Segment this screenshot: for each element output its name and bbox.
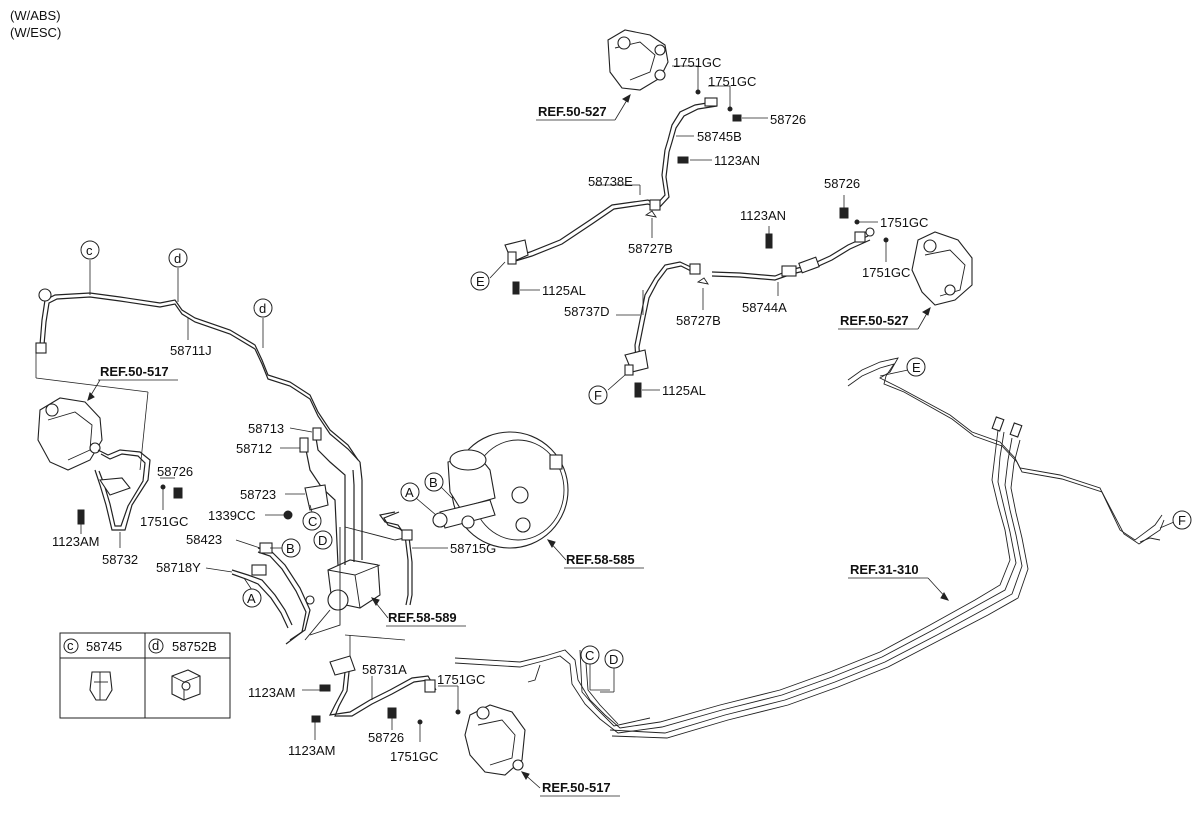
marker-f-right-letter: F [1178,513,1186,528]
marker-d-small-1 [168,248,188,268]
rear-caliper-left [37,397,103,471]
marker-c-hecu [302,511,322,531]
marker-b-mc-letter: B [429,475,438,490]
label-1751gc-f: 1751GC [437,672,485,687]
ref-50-527-right: REF.50-527 [840,313,909,328]
legend-c-key: c [67,638,74,653]
clip-58752b-icon [171,669,201,701]
label-58727b-a: 58727B [628,241,673,256]
label-58713: 58713 [248,421,284,436]
header-esc: (W/ESC) [10,25,61,40]
label-58726-c: 58726 [157,464,193,479]
brake-booster [432,431,569,549]
marker-d-under [604,649,624,669]
marker-d-small-2-letter: d [259,301,266,316]
legend-d-key: d [152,638,159,653]
marker-b-left [281,538,301,558]
front-caliper-top [607,29,669,91]
marker-b-left-letter: B [286,541,295,556]
ref-58-589: REF.58-589 [388,610,457,625]
marker-a-left [242,588,262,608]
header-abs: (W/ABS) [10,8,61,23]
label-58745b: 58745B [697,129,742,144]
label-1123am-a: 1123AM [52,534,99,549]
legend-d-part: 58752B [172,639,217,654]
label-1339cc: 1339CC [208,508,256,523]
marker-a-left-letter: A [247,591,256,606]
label-1125al-a: 1125AL [542,283,586,298]
hecu-unit [305,559,381,611]
label-1123an-a: 1123AN [714,153,760,168]
marker-d-hecu-letter: D [318,533,327,548]
label-58723: 58723 [240,487,276,502]
marker-a-mc [400,482,420,502]
label-58737d: 58737D [564,304,610,319]
label-1751gc-e: 1751GC [140,514,188,529]
label-58715g: 58715G [450,541,496,556]
marker-c-under-letter: C [585,648,594,663]
marker-b-mc [424,472,444,492]
label-1751gc-d: 1751GC [862,265,910,280]
marker-d-small-2 [253,298,273,318]
marker-e-top [470,271,490,291]
legend-table: c 58745 d 58752B [59,632,231,719]
label-58731a: 58731A [362,662,407,677]
marker-d-hecu [313,530,333,550]
marker-f-top-letter: F [594,388,602,403]
label-1123am-c: 1123AM [288,743,335,758]
marker-c-small-1-letter: c [86,243,93,258]
label-1123an-b: 1123AN [740,208,786,223]
label-1751gc-g: 1751GC [390,749,438,764]
marker-f-top [588,385,608,405]
marker-e-right [906,357,926,377]
rear-caliper-bottom [464,704,526,776]
marker-d-under-letter: D [609,652,618,667]
label-58732: 58732 [102,552,138,567]
marker-e-top-letter: E [476,274,485,289]
marker-a-mc-letter: A [405,485,414,500]
label-1751gc-a: 1751GC [673,55,721,70]
label-58423: 58423 [186,532,222,547]
ref-50-517-left: REF.50-517 [100,364,169,379]
marker-e-right-letter: E [912,360,921,375]
label-1751gc-b: 1751GC [708,74,756,89]
legend-c-part: 58745 [86,639,122,654]
ref-31-310: REF.31-310 [850,562,919,577]
label-58726-d: 58726 [368,730,404,745]
label-58744a: 58744A [742,300,787,315]
label-1751gc-c: 1751GC [880,215,928,230]
label-58711j: 58711J [170,343,212,358]
legend-c-circle [63,638,79,654]
marker-f-right [1172,510,1192,530]
marker-c-hecu-letter: C [308,514,317,529]
label-1123am-b: 1123AM [248,685,295,700]
label-58727b-b: 58727B [676,313,721,328]
ref-50-527-top: REF.50-527 [538,104,607,119]
label-1125al-b: 1125AL [662,383,706,398]
label-58738e: 58738E [588,174,633,189]
marker-d-small-1-letter: d [174,251,181,266]
clip-58745-icon [89,671,113,701]
label-58726-b: 58726 [824,176,860,191]
marker-c-small-1 [80,240,100,260]
ref-58-585: REF.58-585 [566,552,635,567]
label-58712: 58712 [236,441,272,456]
front-caliper-right [911,231,973,306]
ref-50-517-bottom: REF.50-517 [542,780,611,795]
label-58718y: 58718Y [156,560,201,575]
marker-c-under [580,645,600,665]
label-58726-a: 58726 [770,112,806,127]
legend-d-circle [148,638,164,654]
